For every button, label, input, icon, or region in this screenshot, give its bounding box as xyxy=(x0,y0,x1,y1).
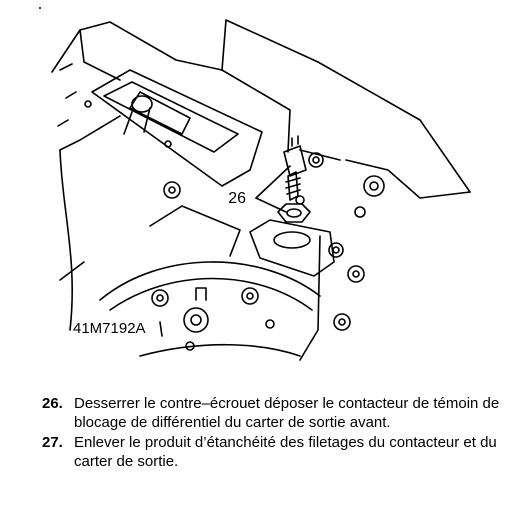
callout-number: 26 xyxy=(228,190,246,207)
step-text: Desserrer le contre–écrouet déposer le c… xyxy=(74,395,500,431)
lock-nut xyxy=(277,203,311,223)
callout-leaders xyxy=(255,165,291,213)
cover-plate xyxy=(84,69,263,187)
step-number: 27. xyxy=(42,434,63,451)
technical-illustration: 26 41M7192A xyxy=(39,7,471,361)
procedure-steps: 26. Desserrer le contre–écrouet déposer … xyxy=(42,394,502,472)
figure-code-bracket xyxy=(159,321,163,337)
figure-code: 41M7192A xyxy=(73,320,146,337)
output-housing xyxy=(59,205,321,361)
differential-lock-switch xyxy=(283,135,307,201)
procedure-step: 26. Desserrer le contre–écrouet déposer … xyxy=(42,394,502,432)
procedure-step: 27. Enlever le produit d’étanchéité des … xyxy=(42,433,502,471)
housing-boss xyxy=(249,219,335,277)
step-text: Enlever le produit d’étanchéité des file… xyxy=(74,434,497,470)
casing-outline xyxy=(51,19,471,331)
corner-dot xyxy=(39,7,41,9)
step-number: 26. xyxy=(42,395,63,412)
